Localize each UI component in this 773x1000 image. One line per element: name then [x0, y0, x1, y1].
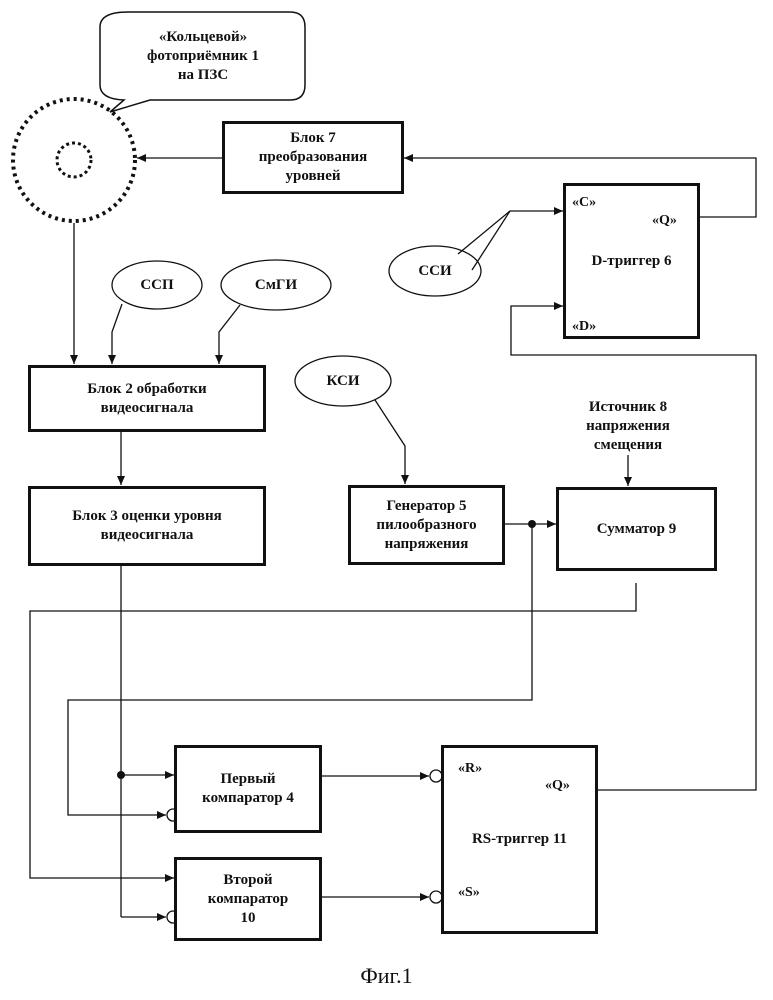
- source8-bias-voltage: Источник 8 напряжения смещения: [540, 398, 716, 456]
- first-comparator-4: Первый компаратор 4: [174, 745, 322, 833]
- ksi-bubble: КСИ: [295, 368, 391, 394]
- ssp-bubble: ССП: [112, 272, 202, 298]
- rs-trigger-r-port: «R»: [458, 761, 482, 777]
- d-trigger-c-port: «C»: [572, 195, 596, 211]
- photodetector-callout: «Кольцевой» фотоприёмник 1 на ПЗС: [104, 18, 302, 94]
- figure-caption: Фиг.1: [0, 963, 773, 989]
- ring-photodetector-inner: [57, 143, 91, 177]
- d-trigger-q-port: «Q»: [652, 213, 677, 229]
- smgi-bubble: СмГИ: [221, 272, 331, 298]
- rs-trigger-s-port: «S»: [458, 885, 480, 901]
- ring-photodetector-outer: [13, 99, 135, 221]
- summator9: Сумматор 9: [556, 487, 717, 571]
- ssi-bubble: ССИ: [389, 258, 481, 284]
- second-comparator-10: Второй компаратор 10: [174, 857, 322, 941]
- generator5-sawtooth: Генератор 5 пилообразного напряжения: [348, 485, 505, 565]
- rs-trigger-q-port: «Q»: [545, 778, 570, 794]
- block3-level-estimation: Блок 3 оценки уровня видеосигнала: [28, 486, 266, 566]
- block2-video-processing: Блок 2 обработки видеосигнала: [28, 365, 266, 432]
- d-trigger-d-port: «D»: [572, 319, 596, 335]
- block7-level-converter: Блок 7 преобразования уровней: [222, 121, 404, 194]
